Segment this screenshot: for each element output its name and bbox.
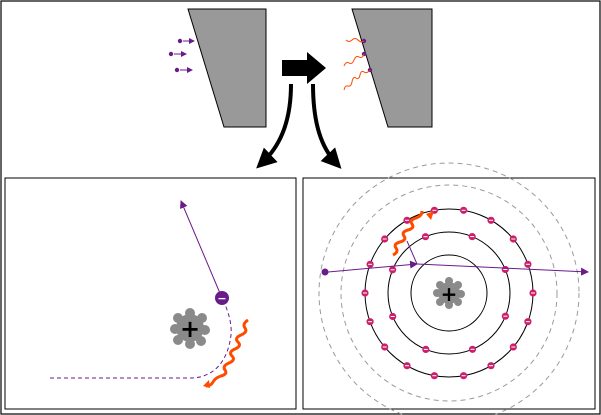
incident-electrons: [168, 38, 195, 73]
wavy-photon-icon: [392, 210, 424, 257]
electron-arrow-icon: [177, 38, 195, 44]
emitted-photons: [343, 38, 371, 91]
slab-after: [351, 8, 433, 128]
thick-right-arrow-icon: [282, 52, 326, 84]
dashed-shell-outer: [318, 162, 580, 415]
shell-l: [387, 231, 511, 355]
shell-electrons: [361, 206, 537, 380]
dashed-shell-inner: [340, 184, 558, 402]
right-nucleus: +: [433, 277, 465, 309]
incoming-electron: [321, 268, 329, 276]
left-electron: −: [215, 291, 229, 305]
electron-arrow-icon: [168, 51, 187, 57]
electron-arrow-icon: [174, 67, 193, 73]
wavy-photon-icon: [343, 69, 371, 91]
right-atom: +: [318, 162, 580, 415]
slab-before: [187, 8, 267, 128]
nucleus-blob: [170, 308, 210, 349]
left-panel: [4, 177, 297, 410]
left-photon: [203, 318, 249, 388]
wavy-photon-icon: [205, 318, 249, 388]
left-nucleus: +: [170, 308, 210, 349]
shell-k: [410, 254, 488, 332]
left-electron-path: [50, 200, 232, 379]
plus-sign-icon: +: [180, 315, 200, 343]
wavy-photon-icon: [345, 38, 365, 43]
wavy-photon-icon: [343, 53, 365, 67]
right-photon: [392, 210, 434, 257]
plus-sign-icon: +: [441, 282, 458, 306]
minus-sign-icon: −: [217, 292, 226, 305]
right-electron-path: [321, 240, 589, 276]
nucleus-blob: [433, 277, 465, 309]
split-arrows: [256, 83, 342, 169]
